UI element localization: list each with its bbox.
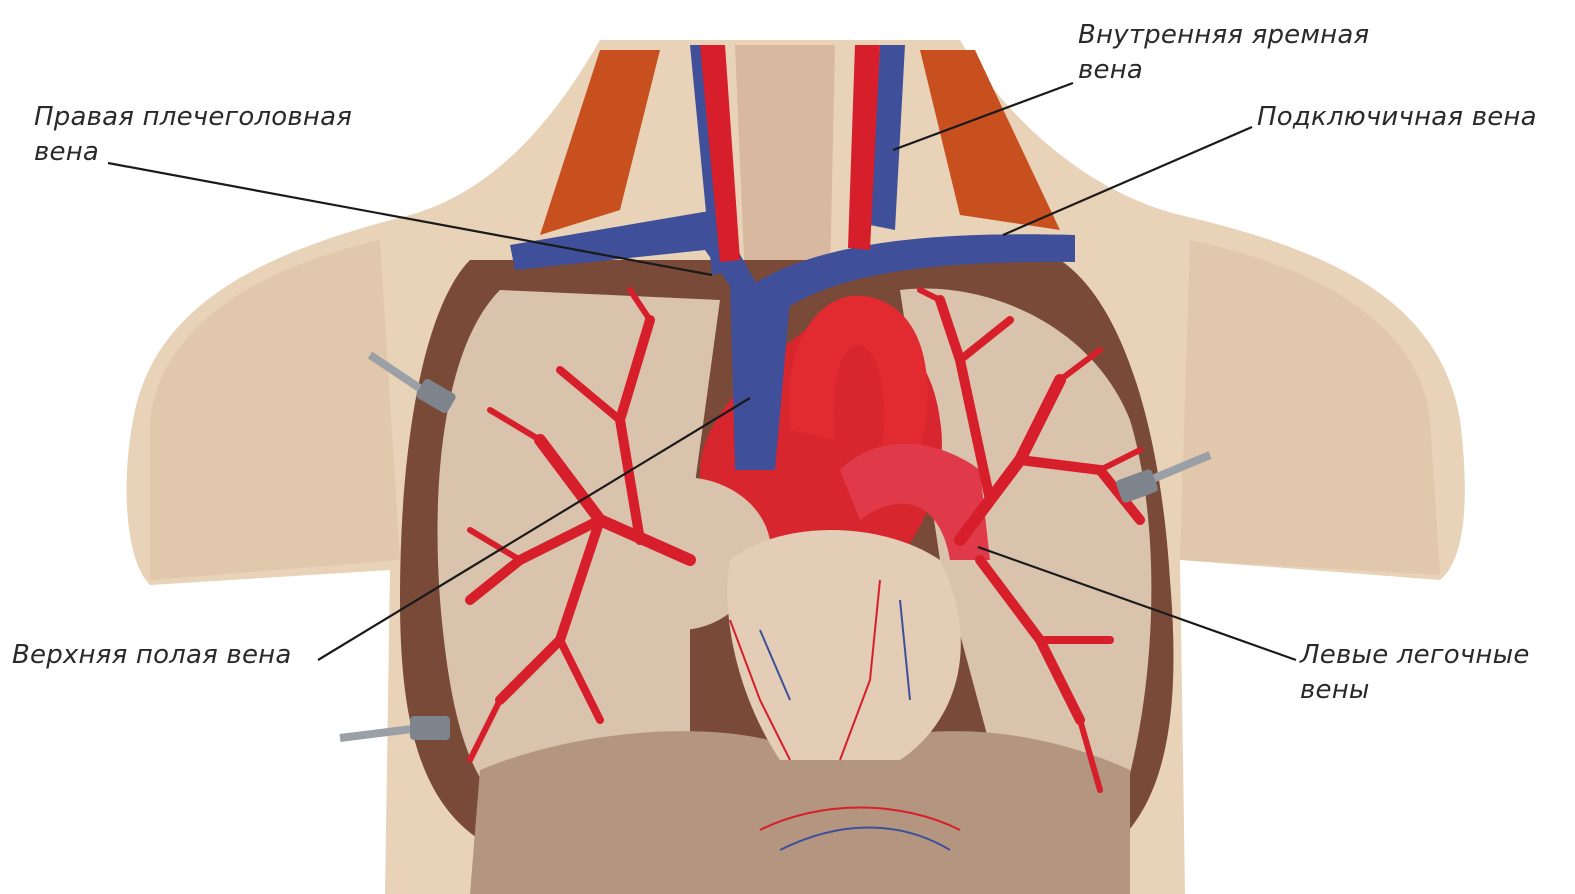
pericardium-lower [727,530,960,760]
label-internal-jugular-vein: Внутренняя яремная вена [1078,18,1369,88]
left-shoulder-shade [150,240,400,580]
trachea [735,45,835,280]
label-right-brachiocephalic-line1: Правая плечеголовная [34,100,352,135]
right-shoulder-shade [1180,240,1440,575]
label-superior-vena-cava: Верхняя полая вена [12,638,291,673]
label-internal-jugular-line1: Внутренняя яремная [1078,18,1369,53]
label-right-brachiocephalic-vein: Правая плечеголовная вена [34,100,352,170]
label-left-pulmonary-veins: Левые легочные вены [1300,638,1530,708]
label-internal-jugular-line2: вена [1078,53,1369,88]
label-subclavian-vein: Подключичная вена [1257,100,1537,135]
label-left-pulmonary-line1: Левые легочные [1300,638,1530,673]
label-left-pulmonary-line2: вены [1300,673,1530,708]
label-superior-vena-cava-line1: Верхняя полая вена [12,638,291,673]
label-right-brachiocephalic-line2: вена [34,135,352,170]
label-subclavian-line1: Подключичная вена [1257,100,1537,135]
